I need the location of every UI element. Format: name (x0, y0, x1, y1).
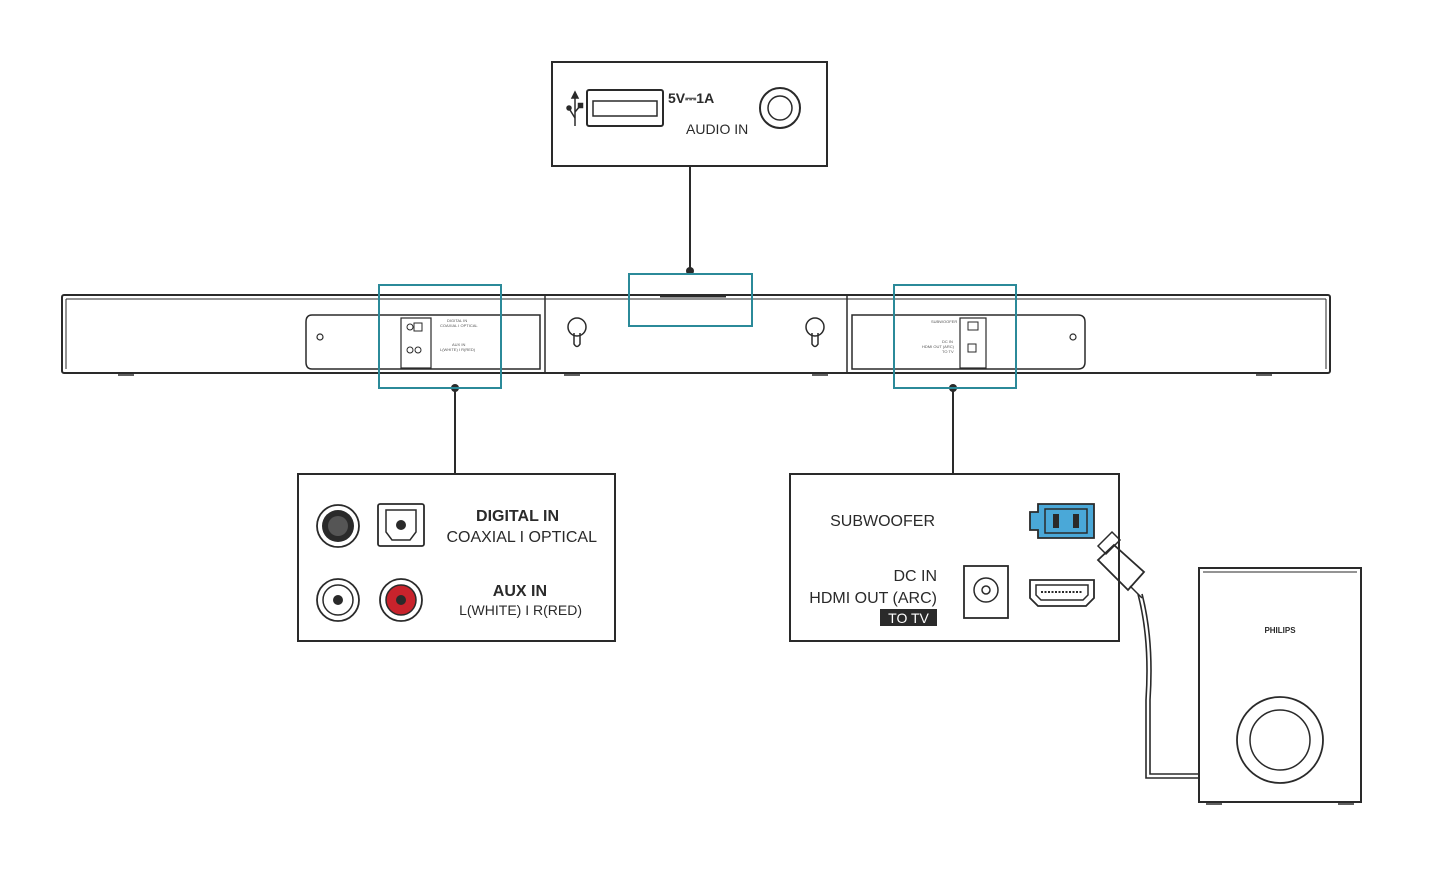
optical-port (377, 503, 425, 547)
usb-port (586, 89, 664, 127)
dc-in-jack (963, 565, 1009, 619)
bar-coaxial-optical: COAXIAL I OPTICAL (440, 323, 478, 328)
right-recess (851, 314, 1086, 370)
hdmi-port (1029, 579, 1095, 607)
digital-sub-label: COAXIAL I OPTICAL (446, 529, 597, 546)
to-tv-label: TO TV (888, 610, 929, 626)
highlight-center (628, 273, 753, 327)
bar-aux-in: AUX IN (452, 342, 465, 347)
bar-hdmi-out: HDMI OUT (ARC) (922, 344, 955, 349)
bar-digital-in: DIGITAL IN (447, 318, 467, 323)
callout-lines (454, 166, 954, 474)
wall-mount-keyhole-right (805, 317, 825, 348)
audio-in-jack (759, 87, 801, 129)
aux-white-jack (316, 578, 360, 622)
digital-in-label: DIGITAL IN (476, 508, 559, 525)
right-callout-panel: SUBWOOFER DC IN HDMI OUT (ARC) TO TV (789, 473, 1120, 642)
top-callout-panel: 5V⎓1A AUDIO IN (551, 61, 828, 167)
bar-dc-in: DC IN (942, 339, 953, 344)
to-tv-badge (880, 609, 937, 626)
bar-to-tv: TO TV (942, 349, 954, 354)
aux-red-jack (379, 578, 423, 622)
soundbar: DIGITAL IN COAXIAL I OPTICAL AUX IN L(WH… (61, 294, 1331, 376)
audio-in-label: AUDIO IN (686, 121, 748, 137)
bar-subwoofer: SUBWOOFER (931, 319, 957, 324)
usb-icon (566, 90, 584, 126)
subwoofer-unit: PHILIPS (1198, 567, 1362, 805)
left-recess (305, 314, 541, 370)
left-callout-panel: DIGITAL IN COAXIAL I OPTICAL AUX IN L(WH… (297, 473, 616, 642)
coaxial-jack (316, 504, 360, 548)
aux-sub-label: L(WHITE) I R(RED) (459, 602, 582, 618)
wall-mount-keyhole-left (567, 317, 587, 348)
subwoofer-brand: PHILIPS (1264, 626, 1296, 635)
bar-aux-lr: L(WHITE) I R(RED) (440, 347, 476, 352)
subwoofer-socket (1029, 503, 1095, 539)
woofer-ring (1236, 696, 1324, 784)
aux-in-label: AUX IN (493, 583, 547, 600)
woofer-cone (1249, 709, 1311, 771)
highlight-right (893, 284, 1017, 389)
subwoofer-cable (1096, 530, 1200, 779)
dc-in-label: DC IN (893, 568, 937, 585)
subwoofer-label: SUBWOOFER (830, 513, 935, 530)
highlight-left (378, 284, 502, 389)
usb-rating-label: 5V⎓1A (668, 90, 714, 106)
hdmi-out-label: HDMI OUT (ARC) (809, 590, 937, 607)
